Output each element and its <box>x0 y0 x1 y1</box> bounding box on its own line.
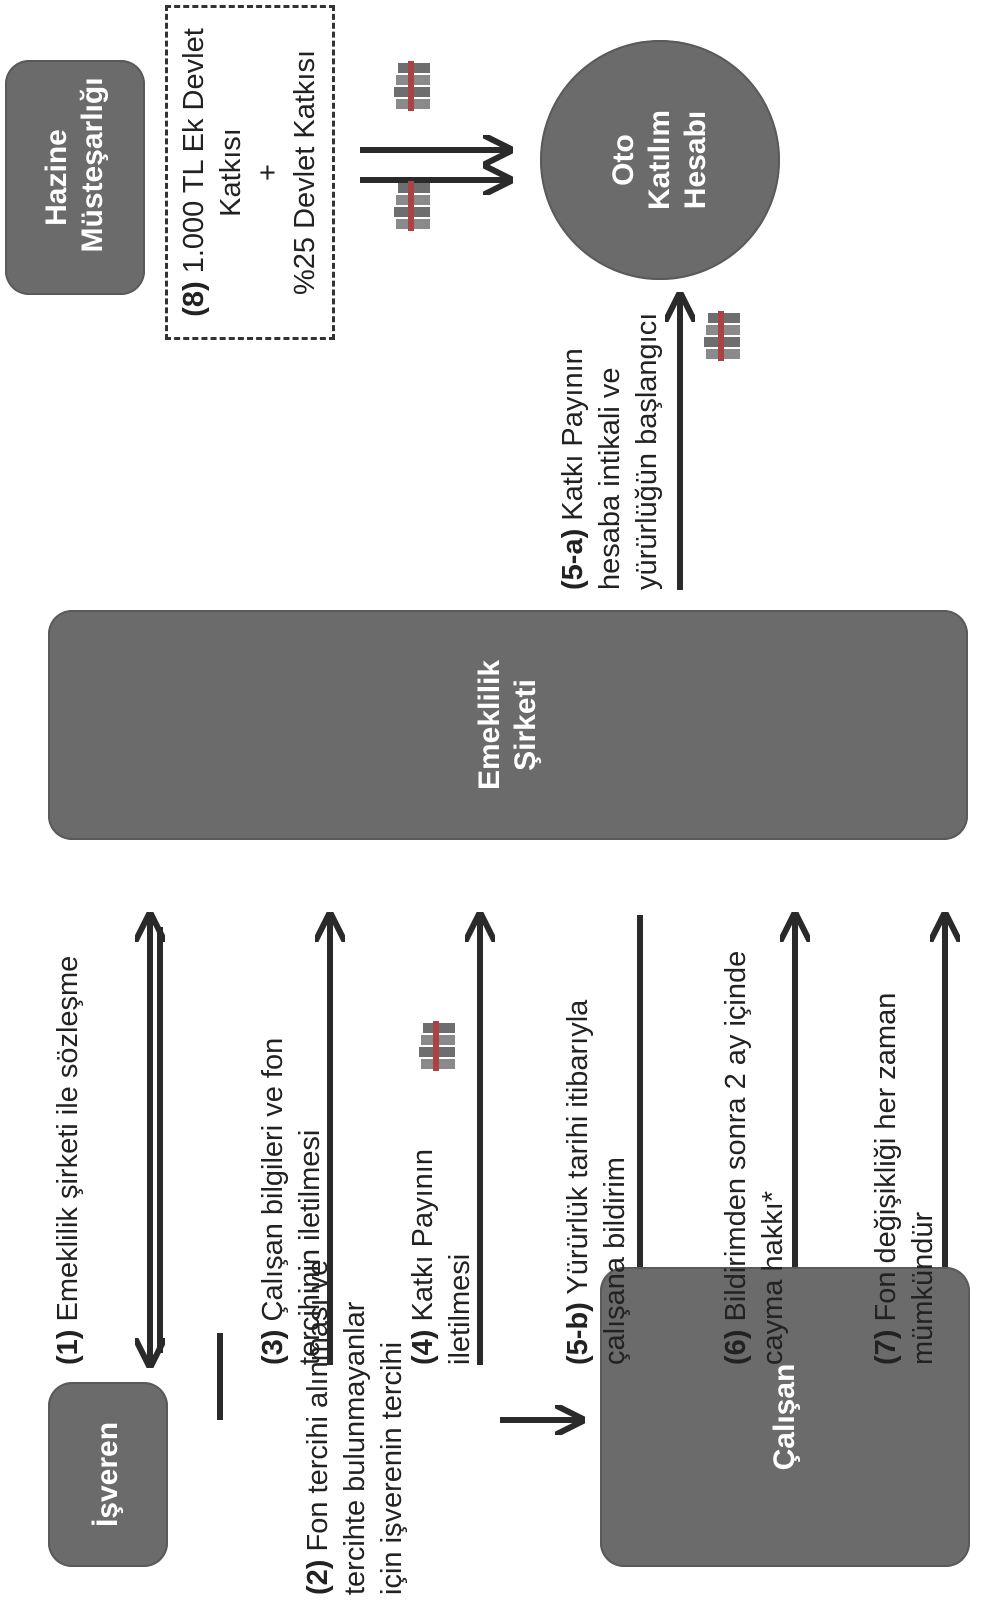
hesap-circle: Oto Katılım Hesabı <box>540 40 780 280</box>
hesap-label: Oto Katılım Hesabı <box>607 109 712 211</box>
money-icon <box>419 1021 455 1071</box>
step-8-label: (8) 1.000 TL Ek Devlet Katkısı + %25 Dev… <box>176 18 324 328</box>
step-7-label: (7) Fon değişikliği her zaman mümkündür <box>870 992 940 1365</box>
devlet-katkisi-box: (8) 1.000 TL Ek Devlet Katkısı + %25 Dev… <box>165 5 335 340</box>
money-icon <box>704 311 740 361</box>
step-1-label: (1) Emeklilik şirketi ile sözleşme <box>52 955 84 1365</box>
step-5a-label: (5-a) Katkı Payının hesaba intikali ve y… <box>557 312 664 590</box>
plus-sign: + <box>252 164 284 181</box>
hazine-label: Hazine Müsteşarlığı <box>40 77 109 253</box>
money-icon <box>394 61 430 111</box>
hazine-box: Hazine Müsteşarlığı <box>5 60 145 295</box>
step-5b-label: (5-b) Yürürlük tarihi itibarıyla çalışan… <box>562 999 632 1365</box>
emeklilik-box: Emeklilik Şirketi <box>48 610 968 840</box>
emeklilik-label: Emeklilik Şirketi <box>473 659 542 790</box>
calisan-label: Çalışan <box>768 1363 801 1471</box>
step-6-label: (6) Bildirimden sonra 2 ay içinde cayma … <box>720 950 790 1365</box>
isveren-box: İşveren <box>48 1382 168 1567</box>
step-4-label: (4) Katkı Payının iletilmesi <box>407 1149 477 1365</box>
step-2-label: (2) Fon tercihi alınması ve tercihte bul… <box>302 1259 409 1595</box>
money-icon <box>394 181 430 231</box>
devlet-25-text: %25 Devlet Katkısı <box>289 50 322 295</box>
isveren-label: İşveren <box>91 1421 124 1528</box>
